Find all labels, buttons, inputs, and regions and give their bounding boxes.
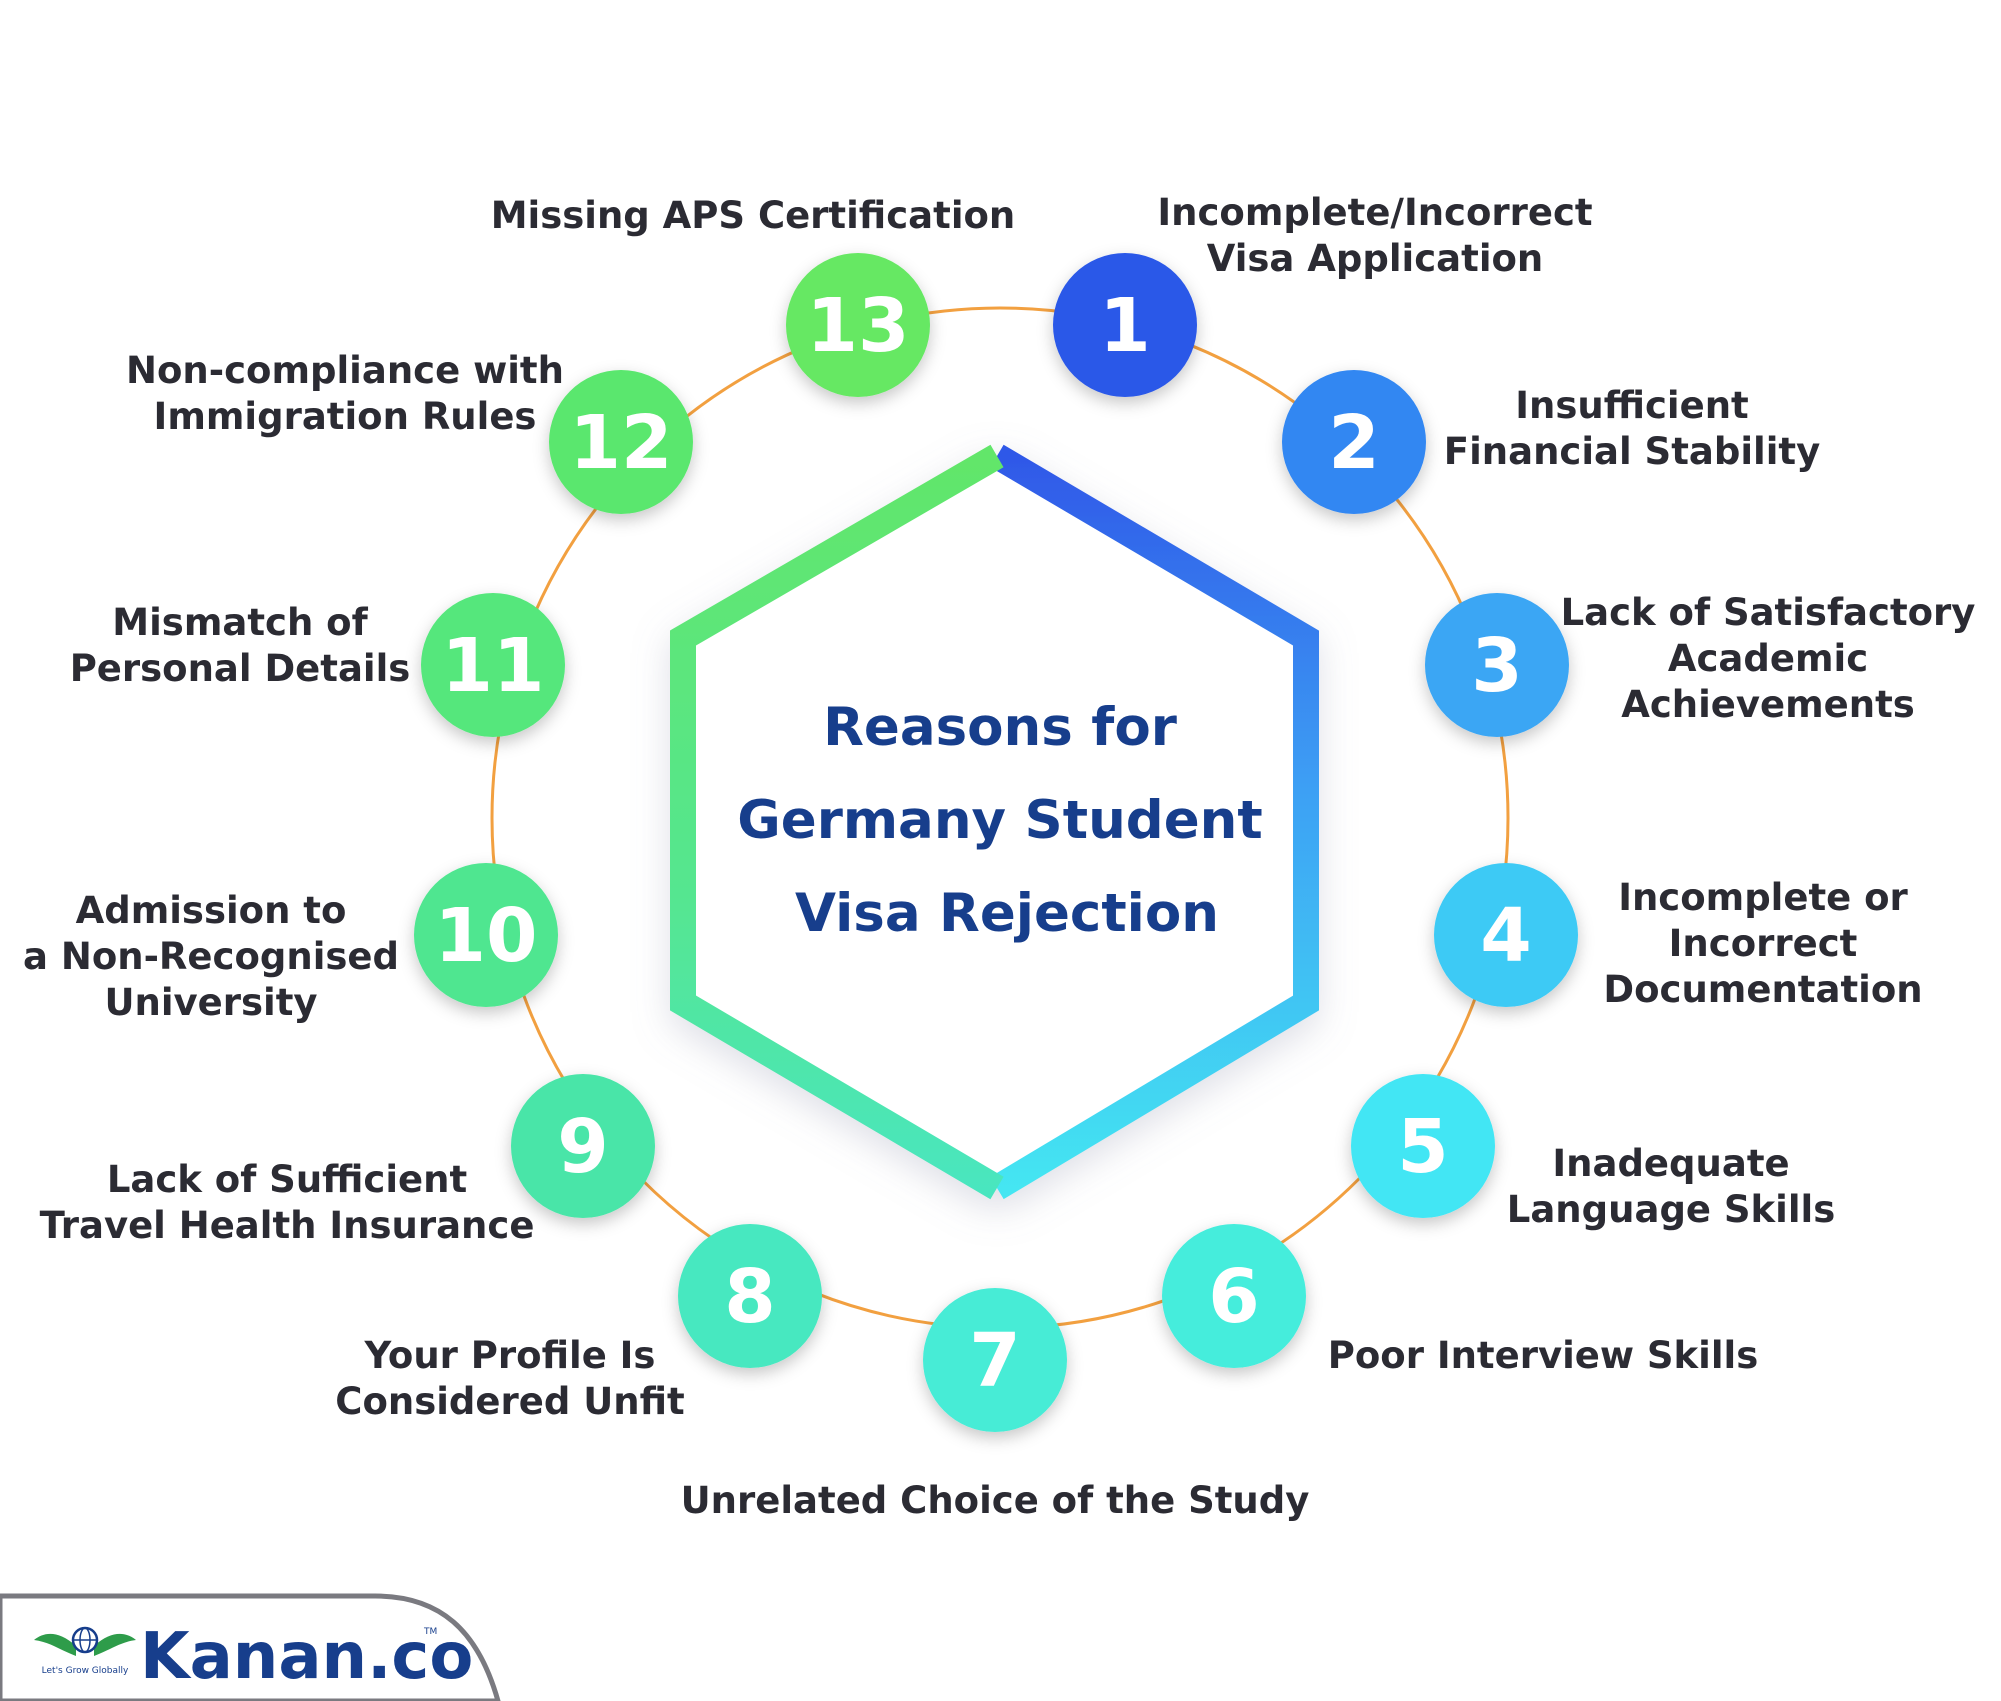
- badge-circle: [549, 370, 693, 514]
- reason-badge-9: 9: [511, 1074, 655, 1218]
- badge-number: 13: [807, 283, 910, 369]
- reason-label-line: Incomplete/Incorrect: [1157, 191, 1592, 234]
- reason-label-line: Visa Application: [1207, 237, 1544, 280]
- badge-number: 9: [557, 1104, 609, 1190]
- brand-footer: Let's Grow Globally Kanan.co TM: [0, 1593, 501, 1701]
- reason-badge-12: 12: [549, 370, 693, 514]
- reason-label-line: Travel Health Insurance: [40, 1204, 535, 1247]
- title-line-1: Reasons for: [823, 697, 1177, 758]
- badge-circle: [414, 863, 558, 1007]
- reason-label-line: Considered Unfit: [335, 1380, 684, 1423]
- reason-label-line: Incorrect: [1669, 922, 1858, 965]
- reason-label-line: University: [104, 981, 317, 1024]
- reason-label-line: Unrelated Choice of the Study: [681, 1479, 1310, 1522]
- reason-badge-7: 7: [923, 1288, 1067, 1432]
- badge-number: 10: [435, 893, 538, 979]
- badge-number: 6: [1208, 1254, 1260, 1340]
- reason-label-line: Financial Stability: [1444, 430, 1820, 473]
- reason-label-13: Missing APS Certification: [491, 194, 1016, 237]
- globe-logo-icon: Let's Grow Globally: [34, 1626, 136, 1676]
- reason-badge-4: 4: [1434, 863, 1578, 1007]
- reason-badge-10: 10: [414, 863, 558, 1007]
- badge-number: 12: [570, 400, 673, 486]
- badge-number: 8: [724, 1254, 776, 1340]
- reason-label-line: Your Profile Is: [364, 1334, 656, 1377]
- reason-label-line: Immigration Rules: [154, 395, 537, 438]
- diagram-title: Reasons for Germany Student Visa Rejecti…: [737, 697, 1263, 944]
- reason-label-line: Achievements: [1621, 683, 1915, 726]
- badge-number: 11: [442, 623, 545, 709]
- reason-badge-6: 6: [1162, 1224, 1306, 1368]
- badge-circle: [1162, 1224, 1306, 1368]
- reason-badge-13: 13: [786, 253, 930, 397]
- reason-label-line: Insufficient: [1515, 384, 1748, 427]
- reason-badge-3: 3: [1425, 593, 1569, 737]
- badge-circle: [421, 593, 565, 737]
- center-hexagon: [670, 444, 1319, 1200]
- badge-circle: [1434, 863, 1578, 1007]
- badge-circle: [511, 1074, 655, 1218]
- badge-number: 7: [969, 1318, 1021, 1404]
- brand-tagline: Let's Grow Globally: [42, 1666, 129, 1676]
- reason-label-line: Non-compliance with: [126, 349, 564, 392]
- reason-label-line: Mismatch of: [112, 601, 368, 644]
- reason-label-line: Missing APS Certification: [491, 194, 1016, 237]
- badge-circle: [1053, 253, 1197, 397]
- badge-circle: [678, 1224, 822, 1368]
- reason-label-line: Documentation: [1603, 968, 1922, 1011]
- title-line-3: Visa Rejection: [795, 883, 1219, 944]
- badge-circle: [923, 1288, 1067, 1432]
- reason-label-line: Personal Details: [70, 647, 411, 690]
- brand-name: Kanan.co: [140, 1620, 473, 1694]
- reason-label-line: Lack of Sufficient: [107, 1158, 467, 1201]
- badge-circle: [786, 253, 930, 397]
- reason-label-line: Lack of Satisfactory: [1561, 591, 1976, 634]
- badge-number: 2: [1328, 400, 1380, 486]
- badge-number: 4: [1480, 893, 1532, 979]
- badge-circle: [1351, 1074, 1495, 1218]
- badge-number: 3: [1471, 623, 1523, 709]
- reason-badge-5: 5: [1351, 1074, 1495, 1218]
- reason-label-line: Academic: [1668, 637, 1868, 680]
- footer-tab: [0, 1593, 501, 1701]
- reason-badge-1: 1: [1053, 253, 1197, 397]
- badge-number: 1: [1099, 283, 1151, 369]
- reason-label-line: a Non-Recognised: [23, 935, 399, 978]
- badge-circle: [1425, 593, 1569, 737]
- title-line-2: Germany Student: [737, 790, 1263, 851]
- reason-label-line: Admission to: [76, 889, 347, 932]
- reason-label-6: Poor Interview Skills: [1328, 1334, 1759, 1377]
- reason-label-line: Incomplete or: [1618, 876, 1908, 919]
- reason-badge-2: 2: [1282, 370, 1426, 514]
- badge-circle: [1282, 370, 1426, 514]
- reason-label-line: Language Skills: [1507, 1188, 1835, 1231]
- reason-label-7: Unrelated Choice of the Study: [681, 1479, 1310, 1522]
- trademark-mark: TM: [423, 1627, 437, 1637]
- reason-label-line: Inadequate: [1552, 1142, 1789, 1185]
- badge-number: 5: [1397, 1104, 1449, 1190]
- reason-label-line: Poor Interview Skills: [1328, 1334, 1759, 1377]
- reason-badge-11: 11: [421, 593, 565, 737]
- reason-badge-8: 8: [678, 1224, 822, 1368]
